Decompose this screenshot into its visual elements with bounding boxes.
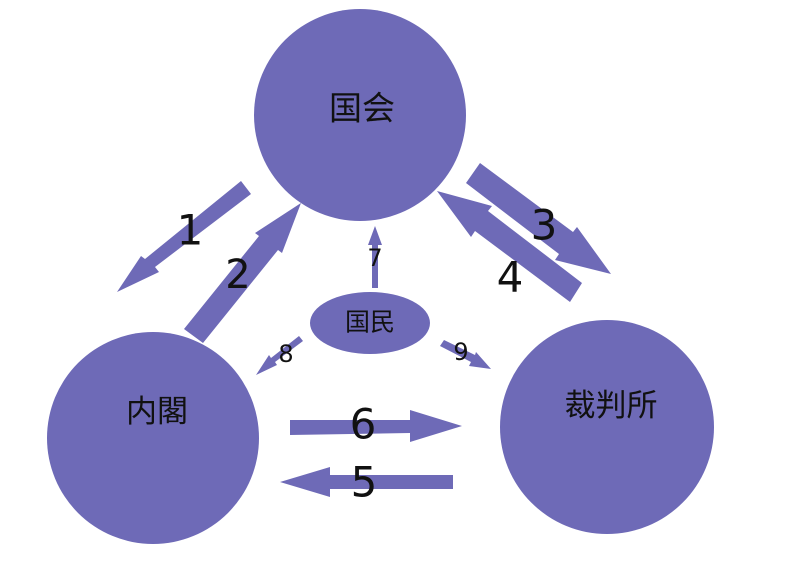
- arrow-4: [437, 191, 582, 302]
- arrow-6: [290, 410, 462, 442]
- arrow-6-label: 6: [350, 400, 377, 449]
- citizens-label: 国民: [345, 308, 395, 337]
- arrow-3-label: 3: [531, 201, 558, 250]
- arrow-7-label: 7: [367, 244, 382, 272]
- arrow-5-label: 5: [351, 458, 378, 507]
- court-label: 裁判所: [565, 388, 658, 424]
- arrow-8: [256, 336, 303, 375]
- arrow-9-label: 9: [453, 338, 468, 366]
- court-circle: [500, 320, 714, 534]
- arrow-3: [466, 163, 611, 274]
- arrow-2-label: 2: [225, 252, 250, 298]
- arrow-1-label: 1: [177, 206, 204, 255]
- parliament-circle: [254, 9, 466, 221]
- arrow-7: [368, 226, 382, 288]
- arrow-5: [280, 467, 453, 497]
- parliament-label: 国会: [329, 89, 395, 128]
- citizens-ellipse: [310, 292, 430, 354]
- cabinet-label: 内閣: [126, 394, 188, 430]
- arrow-9: [440, 340, 491, 369]
- arrow-2: [184, 203, 301, 343]
- arrow-8-label: 8: [278, 340, 293, 368]
- cabinet-circle: [47, 332, 259, 544]
- arrow-1: [117, 181, 251, 292]
- arrow-4-label: 4: [497, 253, 524, 302]
